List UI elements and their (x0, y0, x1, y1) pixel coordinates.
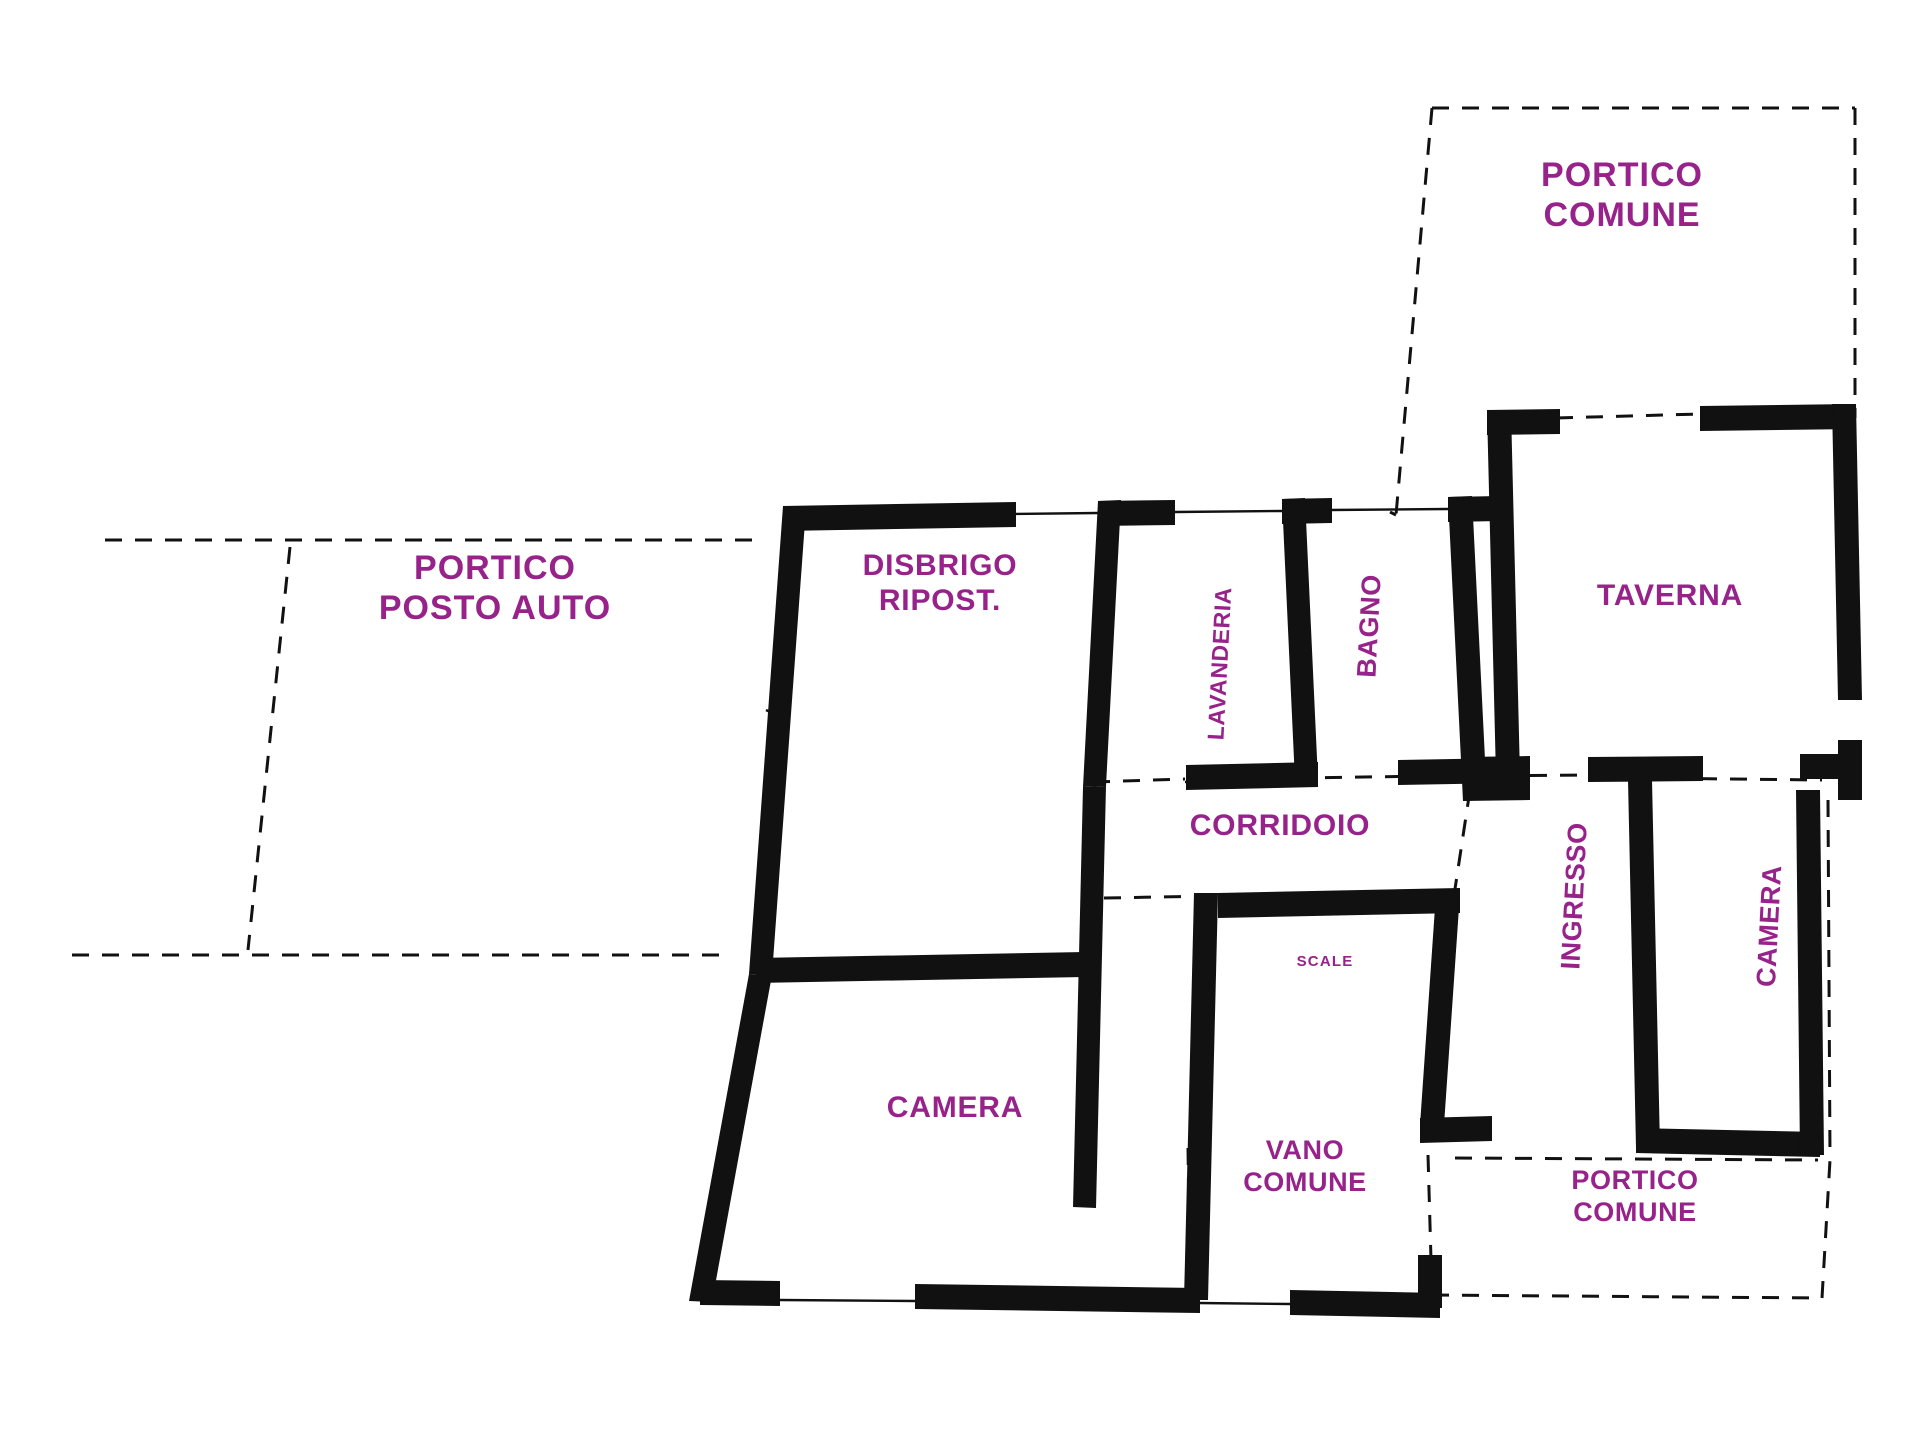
wall-scale-left (1184, 893, 1218, 1300)
wall-junction-cross (1487, 770, 1530, 800)
opening-lavanderia-top (1174, 509, 1283, 514)
wall-outer-left-lower (689, 974, 772, 1302)
dashed-boundaries (72, 106, 1857, 1301)
wall-taverna-right-lower (1838, 740, 1862, 800)
wall-scale-right-stub (1420, 1116, 1492, 1143)
wall-taverna-left (1487, 410, 1520, 777)
wall-corridoio-top-4 (1800, 754, 1842, 779)
bagno-dashed-stub (1389, 510, 1397, 517)
opening-disbrigo-top (1013, 511, 1099, 516)
wall-disbrigo-top (783, 502, 1016, 531)
wall-bottom-3 (1290, 1290, 1440, 1318)
wall-camera-right-bottom (1636, 1128, 1820, 1157)
wall-camera-right-right (1796, 790, 1824, 1155)
wall-disbrigo-bottom (756, 952, 1085, 983)
wall-disbrigo-right-upper (1083, 500, 1121, 787)
walls (689, 404, 1862, 1318)
portico-comune-bottom-bottom-edge (1431, 1293, 1821, 1300)
wall-corridoio-top-3 (1588, 756, 1703, 782)
opening-camera-bottom-2 (1197, 1301, 1291, 1306)
portico-comune-bottom-right-edge (1820, 1159, 1832, 1299)
corridoio-dashed-1 (1092, 777, 1186, 784)
wall-taverna-top-right (1700, 404, 1855, 431)
portico-posto-auto-left-edge (246, 546, 292, 951)
portico-comune-bottom-top-edge (1454, 1156, 1819, 1162)
wall-camera-right-left (1628, 780, 1660, 1148)
wall-bottom-2 (915, 1284, 1200, 1313)
wall-outer-left-upper (749, 506, 806, 975)
taverna-top-dashed (1555, 412, 1701, 420)
wall-bagno-right (1448, 496, 1487, 801)
wall-scale-right (1420, 893, 1460, 1125)
portico-comune-top-left-edge (1394, 107, 1434, 516)
wall-bottom-1 (700, 1280, 780, 1306)
corridoio-dashed-3 (1469, 773, 1589, 778)
wall-disbrigo-right-lower (1073, 786, 1106, 1208)
wall-lavanderia-right (1282, 498, 1318, 781)
opening-bagno-top (1329, 507, 1449, 512)
opening-camera-bottom-1 (779, 1298, 916, 1303)
right-dashed-lower (1826, 799, 1832, 1159)
wall-corridoio-top-1 (1186, 762, 1318, 790)
vano-comune-right-dashed (1426, 1154, 1434, 1296)
wall-scale-top (1218, 888, 1460, 918)
wall-taverna-right-upper (1832, 404, 1862, 700)
